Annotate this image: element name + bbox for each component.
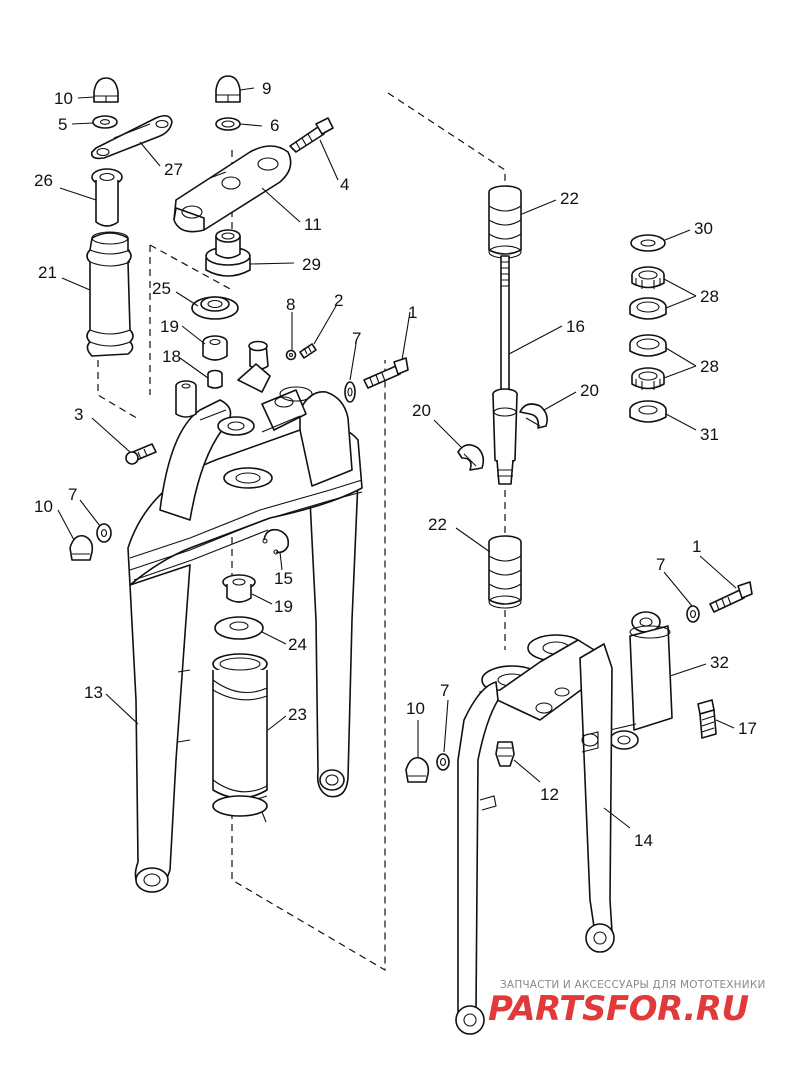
callout-9: 9 [262, 79, 271, 98]
callout-8: 8 [286, 295, 295, 314]
screw-3 [125, 443, 157, 465]
callout-5: 5 [58, 115, 67, 134]
bolt-1-upper [363, 357, 409, 389]
fork-lower-14 [455, 634, 615, 1035]
fork-rigid-13 [127, 340, 363, 893]
damper-rod-16 [492, 255, 518, 485]
callout-2: 2 [334, 291, 343, 310]
callout-17: 17 [738, 719, 757, 738]
callout-22: 22 [428, 515, 447, 534]
bolt-1-right [709, 581, 753, 613]
callout-19: 19 [274, 597, 293, 616]
grease-fitting-17 [697, 699, 717, 739]
callout-7: 7 [68, 485, 77, 504]
callout-7: 7 [440, 681, 449, 700]
callout-22: 22 [560, 189, 579, 208]
callout-7: 7 [352, 329, 361, 348]
callout-10: 10 [54, 89, 73, 108]
sleeve-nut-29 [205, 229, 251, 277]
washer-7-right [686, 605, 700, 623]
clip-20-right [519, 403, 548, 429]
callout-19: 19 [160, 317, 179, 336]
bolt-4 [289, 117, 334, 153]
upper-bracket-11 [173, 145, 292, 233]
callout-6: 6 [270, 116, 279, 135]
spring-23 [212, 653, 268, 823]
acorn-nut-9 [215, 75, 241, 103]
shock-absorber-32 [609, 611, 673, 750]
callout-30: 30 [694, 219, 713, 238]
watermark-logo: PARTSFOR.RU [488, 989, 749, 1029]
callout-27: 27 [164, 160, 183, 179]
rubber-boot-21 [86, 231, 134, 357]
callout-21: 21 [38, 263, 57, 282]
callout-13: 13 [84, 683, 103, 702]
acorn-nut-10-right [405, 756, 430, 783]
callout-24: 24 [288, 635, 307, 654]
cup-washer-25 [191, 296, 239, 320]
callout-32: 32 [710, 653, 729, 672]
callout-1: 1 [692, 537, 701, 556]
clip-20-left [457, 444, 485, 471]
callout-28: 28 [700, 357, 719, 376]
bushing-19-lower [222, 574, 256, 603]
washer-6 [215, 117, 241, 131]
watermark-tagline: ЗАПЧАСТИ И АКСЕССУАРЫ ДЛЯ МОТОТЕХНИКИ [500, 979, 766, 991]
callout-20: 20 [580, 381, 599, 400]
callout-11: 11 [304, 215, 322, 234]
pin-18 [207, 369, 223, 389]
callout-10: 10 [34, 497, 53, 516]
callout-14: 14 [634, 831, 653, 850]
washer-7-left [96, 523, 112, 543]
callout-20: 20 [412, 401, 431, 420]
acorn-nut-10 [93, 77, 119, 103]
callout-31: 31 [700, 425, 719, 444]
fitting-12 [495, 741, 515, 767]
spring-22-lower [488, 535, 522, 609]
callout-26: 26 [34, 171, 53, 190]
bushing-19-upper [202, 335, 228, 361]
callout-15: 15 [274, 569, 293, 588]
callout-1: 1 [408, 303, 417, 322]
screw-2 [299, 343, 317, 359]
seal-31 [629, 400, 667, 423]
watermark: ЗАПЧАСТИ И АКСЕССУАРЫ ДЛЯ МОТОТЕХНИКИ PA… [488, 979, 766, 1029]
washer-7-upper [344, 381, 356, 403]
callout-16: 16 [566, 317, 585, 336]
circlip-15 [262, 528, 290, 555]
small-nut-8 [285, 349, 297, 361]
race-28-c [629, 334, 667, 357]
callout-25: 25 [152, 279, 171, 298]
leader-lines [57, 87, 737, 829]
callout-3: 3 [74, 405, 83, 424]
callout-29: 29 [302, 255, 321, 274]
callout-4: 4 [340, 175, 349, 194]
washer-5 [92, 115, 118, 129]
callout-7: 7 [656, 555, 665, 574]
callout-12: 12 [540, 785, 559, 804]
bearing-28-d [631, 367, 665, 390]
callout-23: 23 [288, 705, 307, 724]
washer-30 [630, 234, 666, 252]
bushing-26 [91, 168, 123, 227]
callout-18: 18 [162, 347, 181, 366]
callout-28: 28 [700, 287, 719, 306]
race-28-b [629, 297, 667, 320]
spring-22-upper [488, 185, 522, 259]
washer-24 [214, 616, 264, 640]
link-plate-27 [90, 114, 173, 160]
bearing-28-a [631, 266, 665, 289]
washer-7-lower [436, 753, 450, 771]
callout-labels: 10 5 27 26 9 6 4 11 29 21 25 8 2 19 18 7… [34, 79, 757, 850]
callout-10: 10 [406, 699, 425, 718]
